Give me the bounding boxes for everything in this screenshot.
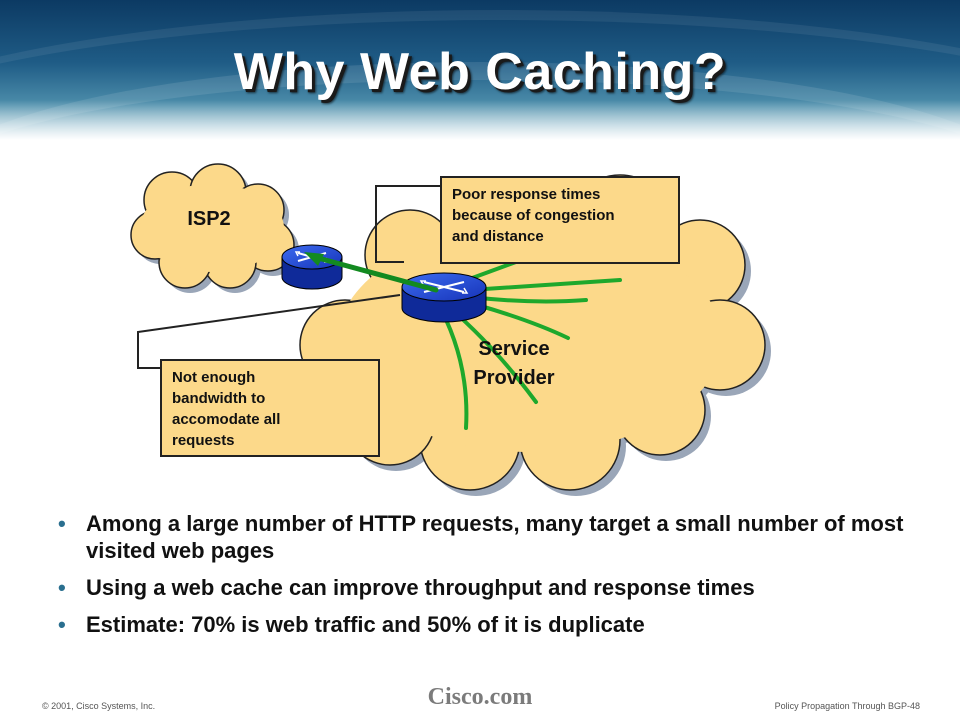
bullet-marker: • — [58, 575, 66, 600]
bullet-text: Among a large number of HTTP requests, m… — [86, 511, 904, 563]
bullet-item: • Estimate: 70% is web traffic and 50% o… — [58, 611, 938, 638]
service-provider-label-line2: Provider — [473, 367, 555, 389]
title-banner — [0, 0, 960, 140]
bullet-marker: • — [58, 612, 66, 637]
isp2-router-icon — [281, 244, 343, 290]
page-title: Why Web Caching? — [233, 43, 727, 101]
bullet-list: • Among a large number of HTTP requests,… — [58, 510, 938, 648]
upstream-link — [304, 252, 439, 293]
callout-bottom-leader — [137, 294, 401, 369]
provider-router-icon — [401, 272, 487, 323]
callout-line: and distance — [452, 228, 544, 245]
callout-line: because of congestion — [452, 207, 615, 224]
callout-response-times: Poor response times because of congestio… — [440, 176, 680, 264]
bullet-text: Estimate: 70% is web traffic and 50% of … — [86, 612, 645, 637]
bullet-marker: • — [58, 511, 66, 536]
callout-line: bandwidth to — [172, 390, 266, 407]
bullet-text: Using a web cache can improve throughput… — [86, 575, 755, 600]
callout-line: requests — [172, 432, 235, 449]
banner-fade — [0, 100, 960, 140]
isp2-cloud-core — [140, 184, 284, 272]
banner-sweep — [0, 10, 960, 140]
callout-line: Not enough — [172, 369, 256, 386]
footer-course: Policy Propagation Through BGP-48 — [774, 701, 920, 711]
callout-top-leader — [375, 185, 440, 263]
callout-line: Poor response times — [452, 186, 601, 203]
footer-logo: Cisco.com — [427, 684, 533, 710]
bullet-item: • Among a large number of HTTP requests,… — [58, 510, 938, 564]
bullet-item: • Using a web cache can improve throughp… — [58, 574, 938, 601]
service-provider-label: Service Provider — [444, 335, 584, 393]
callout-bandwidth: Not enough bandwidth to accomodate all r… — [160, 359, 380, 457]
footer-copyright: © 2001, Cisco Systems, Inc. — [42, 701, 156, 711]
callout-line: accomodate all — [172, 411, 281, 428]
service-provider-label-line1: Service — [478, 338, 550, 360]
isp2-label: ISP2 — [187, 208, 231, 230]
